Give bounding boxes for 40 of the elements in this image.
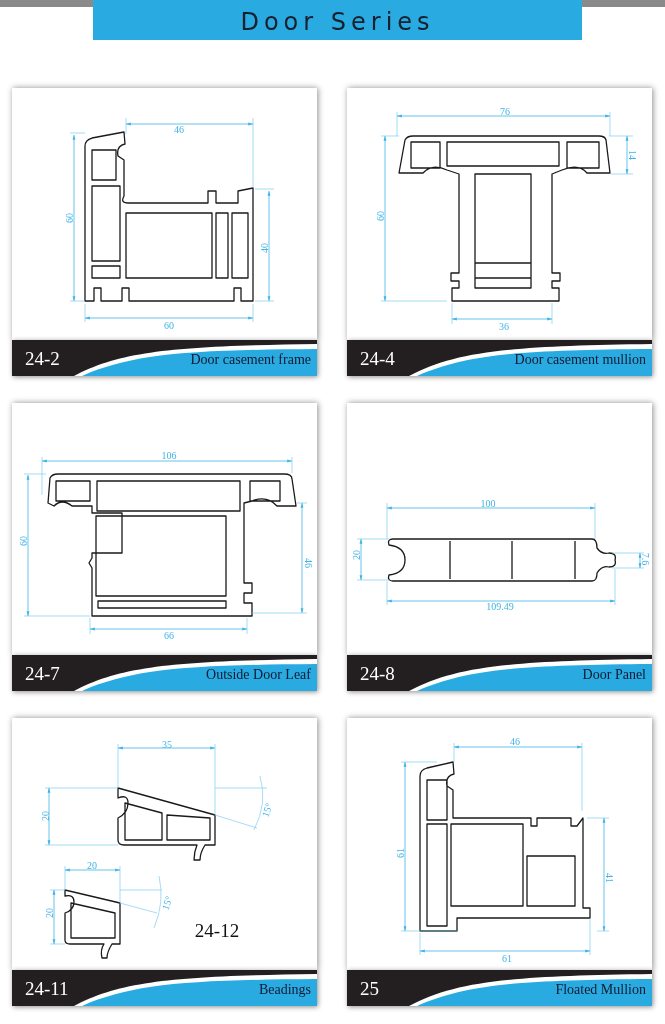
dimension-label: 35 — [162, 738, 172, 750]
dimension-label: 60 — [374, 211, 386, 221]
product-code: 24-7 — [25, 663, 60, 685]
dimension-label: 15° — [159, 894, 175, 912]
dimension-label: 20 — [39, 811, 51, 821]
product-name: Door Panel — [582, 666, 646, 684]
dimension-label: 41 — [603, 873, 615, 883]
product-code: 25 — [360, 978, 379, 1000]
product-name: Outside Door Leaf — [206, 666, 311, 684]
dimension-label: 100 — [480, 497, 496, 509]
product-name: Door casement mullion — [514, 351, 646, 369]
dimension-label: 7.6 — [639, 552, 651, 566]
dimension-label: 61 — [502, 952, 512, 964]
dimension-label: 66 — [164, 629, 174, 641]
dimension-label: 60 — [17, 536, 29, 546]
dimension-label: 40 — [258, 243, 270, 253]
dimension-label: 46 — [510, 735, 520, 747]
dimension-label: 36 — [499, 320, 509, 332]
dimension-label: 20 — [43, 908, 55, 918]
dimension-label: 15° — [259, 801, 275, 819]
title-banner: Door Series — [93, 0, 582, 40]
dimension-label: 76 — [500, 105, 510, 117]
dimension-label: 20 — [87, 859, 97, 871]
product-name: Floated Mullion — [555, 981, 646, 999]
product-code: 24-11 — [25, 978, 69, 1000]
dimension-label: 60 — [164, 319, 174, 331]
profile-code: 24-12 — [194, 920, 240, 942]
product-code: 24-4 — [360, 348, 395, 370]
dimension-label: 46 — [174, 123, 184, 135]
dimension-label: 60 — [63, 213, 75, 223]
dimension-label: 20 — [350, 550, 362, 560]
dimension-label: 46 — [302, 558, 314, 568]
dimension-label: 109.49 — [486, 600, 514, 612]
dimension-label: 106 — [161, 449, 177, 461]
dimension-label: 14 — [626, 150, 638, 160]
dimension-label: 61 — [394, 848, 406, 858]
product-code: 24-2 — [25, 348, 60, 370]
product-name: Door casement frame — [190, 351, 311, 369]
product-name: Beadings — [258, 981, 311, 999]
product-code: 24-8 — [360, 663, 395, 685]
